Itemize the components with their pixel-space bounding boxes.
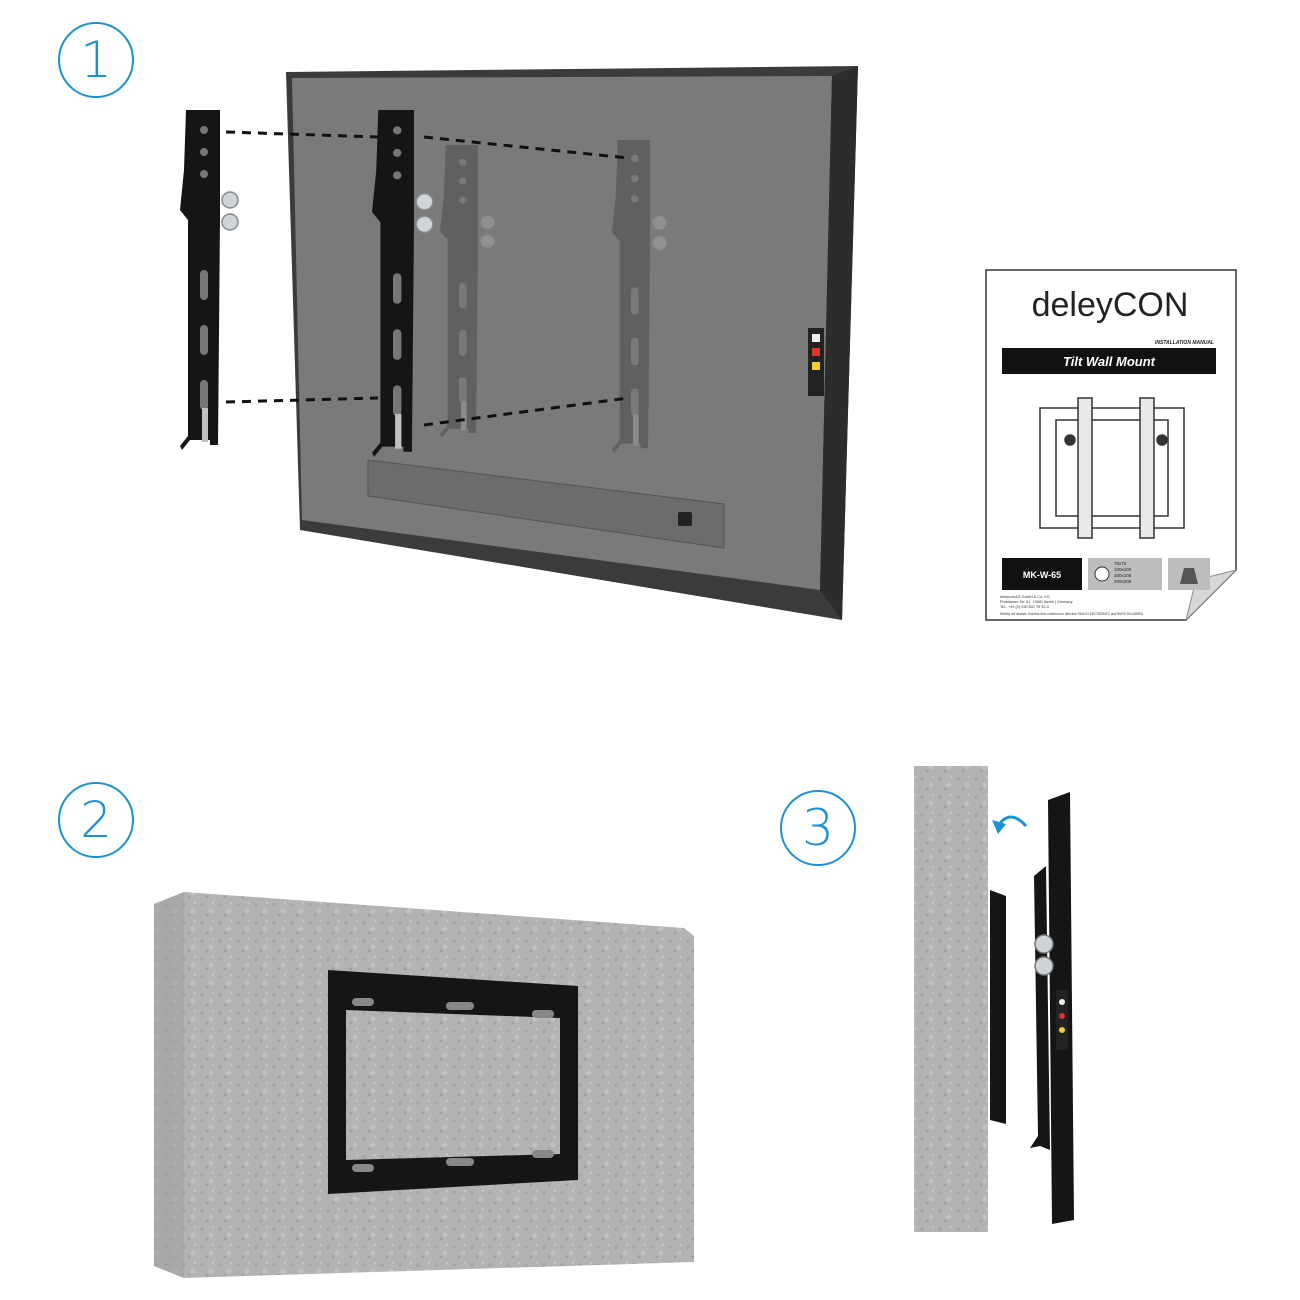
manual-subtitle: INSTALLATION MANUAL — [1155, 340, 1214, 346]
manual-address-2: Potsdamer Str. 61, 13581 Berlin | German… — [1000, 600, 1073, 604]
guide-lines — [225, 130, 629, 427]
manual-vesa-3: 200x100 — [1114, 573, 1132, 578]
manual-vesa-2: 100x100 — [1114, 567, 1132, 572]
manual-brand: deleyCON — [1032, 286, 1189, 324]
manual-address-3: Tel.: +49 (0) 030 837 75 92-0 — [1000, 605, 1049, 609]
wall-side — [914, 766, 988, 1232]
rotate-arrow-icon — [992, 815, 1028, 834]
step-3-badge: 3 — [780, 790, 856, 866]
wall-plate — [328, 970, 578, 1194]
tv-back-panel — [286, 66, 858, 620]
manual-vesa-1: 75x75 — [1114, 561, 1127, 566]
manual-model: MK-W-65 — [1023, 570, 1061, 580]
manual-address-1: deleyconAG GmbH & Co. KG — [1000, 595, 1050, 599]
bracket-left — [179, 109, 239, 451]
manual-vesa-4: 200x200 — [1114, 579, 1132, 584]
manual-mount-drawing — [1039, 397, 1185, 539]
step-1-badge: 1 — [58, 22, 134, 98]
manual-cover: deleyCON INSTALLATION MANUAL Tilt Wall M… — [985, 269, 1238, 622]
manual-footer: Hereby we declare, that this item confor… — [1000, 612, 1144, 616]
bracket-side — [1030, 866, 1068, 1150]
manual-title: Tilt Wall Mount — [1063, 354, 1156, 369]
wall-plate-side — [990, 890, 1006, 1124]
step-2-badge: 2 — [58, 782, 134, 858]
